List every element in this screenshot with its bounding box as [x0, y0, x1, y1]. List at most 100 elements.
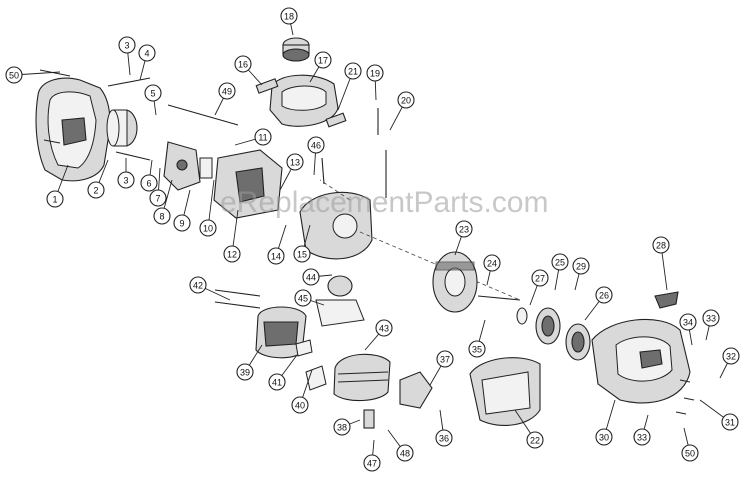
part-flywheel [432, 251, 478, 313]
callout-7: 7 [149, 167, 167, 207]
callout-circle [117, 171, 135, 189]
callout-circle [149, 189, 167, 207]
part-starter-pulley [516, 307, 591, 361]
callout-circle [721, 413, 739, 431]
callout-circle [5, 66, 23, 84]
callout-circle [294, 289, 312, 307]
callout-number: 3 [123, 176, 128, 186]
callout-circle [722, 347, 740, 365]
callout-circle [595, 428, 613, 446]
callout-number: 34 [683, 318, 693, 328]
callout-number: 7 [155, 194, 160, 204]
callout-circle [293, 245, 311, 263]
callout-50: 50 [681, 427, 699, 462]
callout-33: 33 [633, 414, 651, 446]
callout-26: 26 [584, 286, 613, 321]
part-starter-housing [591, 318, 691, 404]
callout-11: 11 [234, 128, 272, 146]
callout-19: 19 [366, 64, 384, 101]
callout-circle [333, 418, 351, 436]
callout-47: 47 [363, 439, 381, 472]
callout-46: 46 [307, 136, 325, 176]
callout-16: 16 [234, 55, 263, 86]
callout-number: 15 [297, 250, 307, 260]
callout-number: 6 [146, 179, 151, 189]
callout-circle [526, 431, 544, 449]
callout-circle [87, 181, 105, 199]
part-fuel-tank [269, 74, 339, 127]
part-air-box [213, 149, 283, 219]
callout-12: 12 [223, 209, 241, 263]
callout-number: 22 [530, 436, 540, 446]
callout-3: 3 [118, 36, 136, 76]
callout-number: 38 [337, 423, 347, 433]
callout-number: 28 [656, 241, 666, 251]
callout-21: 21 [337, 62, 362, 111]
callout-circle [268, 373, 286, 391]
callout-36: 36 [435, 409, 453, 447]
callout-circle [254, 128, 272, 146]
callout-5: 5 [144, 84, 162, 116]
callout-circle [307, 136, 325, 154]
part-shroud [469, 357, 541, 426]
callout-2: 2 [87, 159, 109, 199]
callout-circle [314, 51, 332, 69]
callout-circle [483, 254, 501, 272]
callout-circle [218, 82, 236, 100]
parts-artwork [35, 37, 695, 429]
callout-1: 1 [46, 164, 69, 208]
callout-27: 27 [529, 269, 549, 306]
callout-14: 14 [267, 224, 287, 265]
callout-number: 26 [599, 291, 609, 301]
callout-circle [189, 276, 207, 294]
callout-circle [344, 62, 362, 80]
callout-number: 8 [159, 212, 164, 222]
callout-10: 10 [199, 179, 217, 237]
callout-number: 1 [52, 195, 57, 205]
callout-number: 32 [726, 352, 736, 362]
callout-6: 6 [140, 159, 158, 192]
callout-30: 30 [595, 399, 616, 446]
callout-circle [572, 257, 590, 275]
callout-number: 27 [535, 274, 545, 284]
callout-circle [652, 236, 670, 254]
callout-29: 29 [572, 257, 590, 291]
callout-number: 43 [379, 324, 389, 334]
callout-number: 13 [290, 158, 300, 168]
callout-number: 12 [227, 250, 237, 260]
callout-circle [397, 91, 415, 109]
callout-circle [375, 319, 393, 337]
callout-41: 41 [268, 354, 298, 391]
callout-number: 3 [124, 41, 129, 51]
callout-number: 48 [400, 449, 410, 459]
callout-number: 45 [298, 294, 308, 304]
callout-35: 35 [468, 319, 486, 358]
callout-number: 33 [637, 433, 647, 443]
callout-number: 41 [272, 378, 282, 388]
callout-48: 48 [387, 429, 414, 462]
callout-circle [267, 247, 285, 265]
callout-circle [396, 444, 414, 462]
callout-number: 44 [306, 273, 316, 283]
callout-4: 4 [138, 44, 156, 81]
callout-number: 35 [472, 345, 482, 355]
callout-number: 31 [725, 418, 735, 428]
callout-number: 49 [222, 87, 232, 97]
callout-37: 37 [429, 350, 454, 386]
callout-number: 5 [150, 89, 155, 99]
callout-49: 49 [214, 82, 236, 116]
callout-number: 25 [555, 258, 565, 268]
callout-circle [46, 190, 64, 208]
part-muffler [255, 306, 307, 359]
callout-40: 40 [291, 369, 313, 414]
callout-circle [153, 207, 171, 225]
callout-50: 50 [5, 66, 61, 84]
callout-8: 8 [153, 179, 173, 225]
callout-circle [633, 428, 651, 446]
callout-number: 42 [193, 281, 203, 291]
callout-31: 31 [699, 399, 739, 431]
callout-number: 37 [440, 355, 450, 365]
watermark-text: eReplacementParts.com [220, 186, 548, 219]
callout-45: 45 [294, 289, 325, 307]
